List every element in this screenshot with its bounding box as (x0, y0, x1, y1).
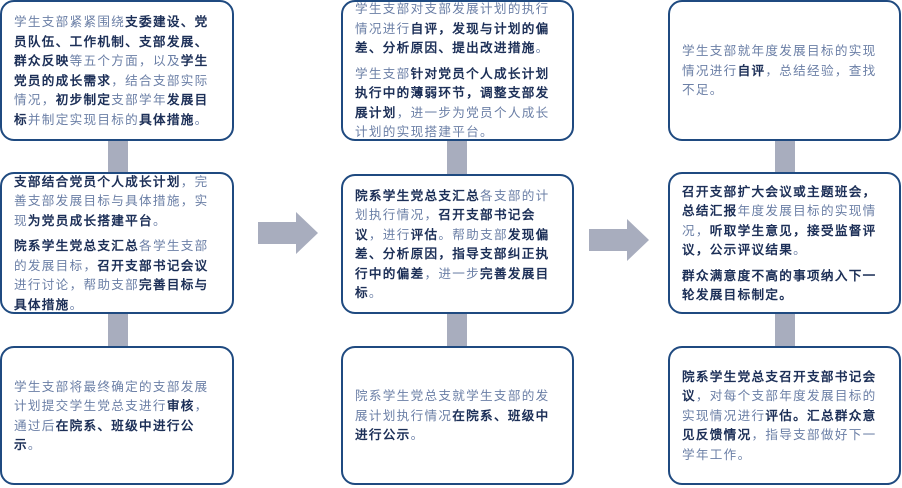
body-text: 。 (27, 437, 42, 452)
step-box: 学生支部将最终确定的支部发展计划提交学生党总支进行审核，通过后在院系、班级中进行… (0, 346, 234, 485)
body-text: 学生支部紧紧围绕 (14, 14, 126, 29)
step-box: 院系学生党总支汇总各支部的计划执行情况，召开支部书记会议，进行评估。帮助支部发现… (341, 174, 574, 314)
step-paragraph: 院系学生党总支汇总各支部的计划执行情况，召开支部书记会议，进行评估。帮助支部发现… (355, 186, 562, 303)
emphasis-text: 召开支部书记会议 (97, 257, 209, 273)
step-box: 召开支部扩大会议或主题班会，总结汇报年度发展目标的实现情况，听取学生意见，接受监… (668, 172, 901, 314)
step-paragraph: 学生支部就年度发展目标的实现情况进行自评，总结经验，查找不足。 (682, 41, 889, 100)
emphasis-text: 针对党员个人成长计划执行中的薄弱环节，调整支部发展计划 (355, 65, 550, 120)
body-text: ，对每个支部年度发展目标的实现情况进行 (682, 388, 877, 423)
emphasis-text: 支部结合党员个人成长计划 (14, 173, 181, 189)
step-box: 学生支部就年度发展目标的实现情况进行自评，总结经验，查找不足。 (668, 0, 901, 141)
body-text: ，通过后 (14, 398, 209, 433)
emphasis-text: 群众满意度不高的事项纳入下一轮发展目标制定。 (682, 267, 877, 303)
body-text: 学生支部 (355, 65, 411, 81)
body-text: 。 (535, 40, 550, 56)
step-paragraph: 召开支部扩大会议或主题班会，总结汇报年度发展目标的实现情况，听取学生意见，接受监… (682, 182, 889, 260)
step-paragraph: 学生支部将最终确定的支部发展计划提交学生党总支进行审核，通过后在院系、班级中进行… (14, 377, 222, 455)
body-text: 各学生支部的发展目标， (14, 238, 209, 273)
emphasis-text: 自评，发现与计划的偏差、分析原因、提出改进措施 (355, 20, 550, 56)
body-text: ，完善支部发展目标与具体措施，实现 (14, 173, 209, 228)
body-text: 。 (368, 285, 383, 300)
step-paragraph: 学生支部对支部发展计划的执行情况进行自评，发现与计划的偏差、分析原因、提出改进措… (355, 0, 562, 58)
emphasis-text: 院系学生党总支汇总 (355, 187, 481, 203)
emphasis-text: 发现偏差、分析原因，指导支部纠正执行中的偏差 (355, 226, 550, 281)
body-text: 。帮助支部 (438, 226, 508, 242)
body-text: ，总结经验，查找不足。 (682, 62, 877, 98)
emphasis-text: 完善发展目标 (355, 265, 550, 301)
body-text: 学生支部将最终确定的支部发展计划提交学生党总支进行 (14, 378, 209, 414)
body-text: 。 (793, 242, 808, 257)
step-paragraph: 院系学生党总支召开支部书记会议，对每个支部年度发展目标的实现情况进行评估。汇总群… (682, 367, 889, 465)
step-box: 学生支部紧紧围绕支委建设、党员队伍、工作机制、支部发展、群众反映等五个方面，以及… (0, 0, 234, 141)
body-text: ，指导支部做好下一学年工作。 (682, 427, 877, 462)
step-paragraph: 学生支部紧紧围绕支委建设、党员队伍、工作机制、支部发展、群众反映等五个方面，以及… (14, 12, 222, 129)
emphasis-text: 院系学生党总支召开支部书记会议 (682, 368, 877, 404)
step-paragraph: 支部结合党员个人成长计划，完善支部发展目标与具体措施，实现为党员成长搭建平台。 (14, 172, 222, 231)
emphasis-text: 发展目标 (14, 92, 209, 127)
step-box: 院系学生党总支就学生支部的发展计划执行情况在院系、班级中进行公示。 (341, 346, 574, 485)
body-text: 支部学年 (111, 92, 167, 107)
emphasis-text: 在院系、班级中进行公示 (355, 407, 550, 443)
body-text: 。 (152, 212, 167, 228)
emphasis-text: 召开支部扩大会议或主题班会，总结汇报 (682, 183, 877, 219)
emphasis-text: 听取学生意见，接受监督评议，公示评议结果 (682, 222, 877, 258)
body-text: 并制定实现目标的 (27, 111, 140, 127)
emphasis-text: 审核 (166, 398, 195, 413)
step-paragraph: 学生支部针对党员个人成长计划执行中的薄弱环节，调整支部发展计划，进一步为党员个人… (355, 64, 562, 142)
emphasis-text: 完善目标与具体措施 (14, 277, 209, 312)
body-text: ，结合支部实际情况， (14, 72, 209, 108)
step-box: 院系学生党总支召开支部书记会议，对每个支部年度发展目标的实现情况进行评估。汇总群… (668, 346, 901, 485)
step-paragraph: 院系学生党总支就学生支部的发展计划执行情况在院系、班级中进行公示。 (355, 386, 562, 445)
emphasis-text: 评估。汇总群众意见反馈情况 (682, 407, 877, 443)
body-text: 。 (69, 296, 84, 312)
emphasis-text: 自评 (737, 62, 766, 78)
step-paragraph: 院系学生党总支汇总各学生支部的发展目标，召开支部书记会议进行讨论，帮助支部完善目… (14, 236, 222, 314)
right-arrow-icon (258, 212, 318, 254)
body-text: 年度发展目标的实现情况， (682, 203, 877, 238)
emphasis-text: 具体措施 (139, 111, 195, 127)
body-text: 等五个方面，以及 (69, 53, 181, 68)
body-text: 。 (410, 427, 425, 443)
emphasis-text: 召开支部书记会议 (355, 207, 536, 242)
body-text: ，进一步 (424, 265, 481, 281)
body-text: 学生支部就年度发展目标的实现情况进行 (682, 43, 877, 78)
body-text: ，进一步为党员个人成长计划的实现搭建平台。 (355, 104, 550, 140)
step-paragraph: 群众满意度不高的事项纳入下一轮发展目标制定。 (682, 266, 889, 305)
right-arrow-icon (589, 219, 649, 261)
emphasis-text: 评估 (410, 226, 439, 242)
body-text: 院系学生党总支就学生支部的发展计划执行情况 (355, 388, 550, 423)
step-box: 支部结合党员个人成长计划，完善支部发展目标与具体措施，实现为党员成长搭建平台。院… (0, 172, 234, 314)
emphasis-text: 在院系、班级中进行公示 (14, 417, 195, 453)
emphasis-text: 院系学生党总支汇总 (14, 238, 140, 254)
emphasis-text: 初步制定 (55, 92, 112, 107)
body-text: 各支部的计划执行情况， (355, 187, 550, 223)
body-text: 学生支部对支部发展计划的执行情况进行 (355, 1, 550, 36)
body-text: ，进行 (368, 226, 411, 242)
body-text: 。 (194, 111, 209, 127)
emphasis-text: 学生党员的成长需求 (14, 53, 209, 88)
step-box: 学生支部对支部发展计划的执行情况进行自评，发现与计划的偏差、分析原因、提出改进措… (341, 0, 574, 141)
emphasis-text: 为党员成长搭建平台 (27, 212, 153, 228)
emphasis-text: 支委建设、党员队伍、工作机制、支部发展、群众反映 (14, 14, 209, 68)
body-text: 进行讨论，帮助支部 (14, 277, 140, 293)
